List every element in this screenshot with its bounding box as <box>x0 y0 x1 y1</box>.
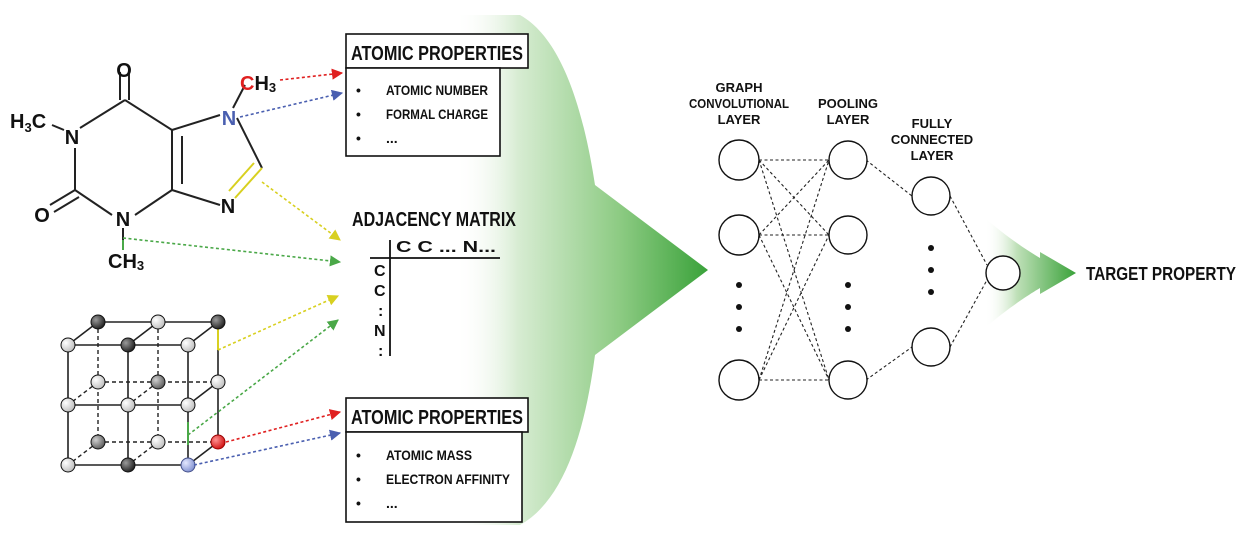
adjacency-row-n: N <box>374 323 386 340</box>
adjacency-row-c2: C <box>374 283 386 300</box>
light-atom-icon <box>60 457 76 473</box>
conv-node <box>718 139 760 181</box>
neural-network: GRAPH CONVOLUTIONAL LAYER POOLING LAYER … <box>689 80 988 401</box>
graph-conv-label: GRAPH CONVOLUTIONAL LAYER <box>689 80 789 127</box>
light-atom-icon <box>150 434 166 450</box>
ellipsis-dot-icon <box>928 267 934 273</box>
ellipsis-dot-icon <box>736 282 742 288</box>
bullet-icon: • <box>356 106 361 122</box>
props-top-title: ATOMIC PROPERTIES <box>351 43 523 65</box>
props-bottom-title: ATOMIC PROPERTIES <box>351 407 523 429</box>
arrow-lattice-edge2-to-adjacency <box>187 319 339 436</box>
adjacency-row-c1: C <box>374 263 386 280</box>
ellipsis-dot-icon <box>736 304 742 310</box>
ellipsis-dot-icon <box>736 326 742 332</box>
atomic-properties-bottom-box: ATOMIC PROPERTIES • ATOMIC MASS • ELECTR… <box>345 397 529 523</box>
adjacency-row-dots2: : <box>378 343 383 360</box>
props-bottom-item-3: ... <box>386 495 398 511</box>
dark-atom-icon <box>210 314 226 330</box>
crystal-lattice <box>60 314 226 473</box>
light-atom-icon <box>150 314 166 330</box>
arrow-n3-to-adjacency <box>122 237 342 267</box>
red-atom-icon <box>210 434 226 450</box>
light-atom-icon <box>60 337 76 353</box>
dark-atom-icon <box>120 337 136 353</box>
arrow-bond-to-adjacency <box>261 181 341 241</box>
arrow-blue-atom-to-props <box>193 429 342 466</box>
pooling-label: POOLING LAYER <box>818 96 878 127</box>
adjacency-title: ADJACENCY MATRIX <box>352 209 517 231</box>
fc-node <box>911 327 951 367</box>
fc-label-line1: FULLY <box>912 116 953 131</box>
ellipsis-dot-icon <box>845 282 851 288</box>
output-node <box>985 255 1021 291</box>
ch3-top-label: CH3 <box>240 73 276 95</box>
output-flow-arrow <box>985 218 1076 328</box>
fc-label-line3: LAYER <box>911 148 954 163</box>
atomic-properties-top-box: ATOMIC PROPERTIES • ATOMIC NUMBER • FORM… <box>345 33 529 157</box>
graph-conv-label-line3: LAYER <box>718 112 761 127</box>
atom-o-top: O <box>116 60 132 82</box>
props-top-item-3: ... <box>386 130 398 146</box>
adjacency-row-dots1: : <box>378 303 383 320</box>
bullet-icon: • <box>356 82 361 98</box>
blue-atom-icon <box>180 457 196 473</box>
bullet-icon: • <box>356 495 361 511</box>
bullet-icon: • <box>356 471 361 487</box>
fc-label-line2: CONNECTED <box>891 132 973 147</box>
atom-n3: N <box>116 209 130 231</box>
caffeine-molecule: O O N N N N H3C CH3 CH3 <box>10 60 276 273</box>
dark-atom-icon <box>90 434 106 450</box>
props-top-item-1: ATOMIC NUMBER <box>386 82 488 98</box>
fc-node <box>911 176 951 216</box>
bullet-icon: • <box>356 447 361 463</box>
dark-atom-icon <box>90 314 106 330</box>
adjacency-header-row: C C ... N... <box>396 239 496 256</box>
ch3-bottom-label: CH3 <box>108 251 144 273</box>
ellipsis-dot-icon <box>845 304 851 310</box>
atom-n9: N <box>221 196 235 218</box>
target-property-label: TARGET PROPERTY <box>1086 264 1236 284</box>
atom-o-left: O <box>34 205 50 227</box>
pooling-label-line1: POOLING <box>818 96 878 111</box>
light-atom-icon <box>180 337 196 353</box>
props-bottom-item-2: ELECTRON AFFINITY <box>386 471 511 487</box>
atom-n7: N <box>222 108 236 130</box>
conv-node <box>718 359 760 401</box>
dark-atom-icon <box>150 374 166 390</box>
pool-node <box>828 360 868 400</box>
ellipsis-dot-icon <box>845 326 851 332</box>
arrow-n7-to-props <box>239 89 344 118</box>
graph-conv-label-line1: GRAPH <box>716 80 763 95</box>
light-atom-icon <box>180 397 196 413</box>
h3c-label: H3C <box>10 111 46 135</box>
ellipsis-dot-icon <box>928 245 934 251</box>
adjacency-matrix: ADJACENCY MATRIX C C ... N... C C : N : <box>352 209 517 360</box>
light-atom-icon <box>210 374 226 390</box>
arrow-red-atom-to-props <box>225 409 342 443</box>
atom-n1: N <box>65 127 79 149</box>
light-atom-icon <box>90 374 106 390</box>
graph-conv-label-line2: CONVOLUTIONAL <box>689 96 789 111</box>
fully-connected-label: FULLY CONNECTED LAYER <box>891 116 973 163</box>
pool-node <box>828 140 868 180</box>
ellipsis-dot-icon <box>928 289 934 295</box>
pooling-label-line2: LAYER <box>827 112 870 127</box>
props-top-item-2: FORMAL CHARGE <box>386 106 488 122</box>
props-bottom-item-1: ATOMIC MASS <box>386 447 472 463</box>
arrow-ch3-to-props <box>279 68 344 81</box>
light-atom-icon <box>120 397 136 413</box>
pool-node <box>828 215 868 255</box>
bullet-icon: • <box>356 130 361 146</box>
light-atom-icon <box>60 397 76 413</box>
dark-atom-icon <box>120 457 136 473</box>
arrow-lattice-edge-to-adjacency <box>217 295 340 351</box>
conv-node <box>718 214 760 256</box>
